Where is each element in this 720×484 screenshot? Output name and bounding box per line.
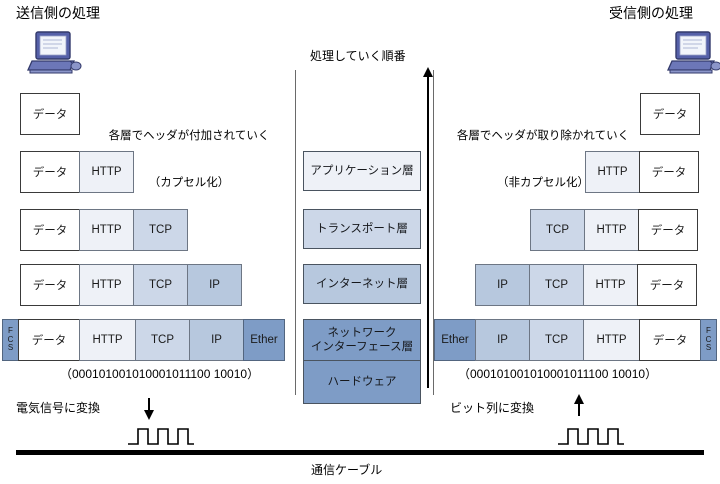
cell-fcs: F C S	[700, 319, 717, 361]
cell-ether: Ether	[434, 319, 476, 361]
sender-conversion-arrow-head	[144, 410, 154, 420]
cell-ip: IP	[189, 319, 244, 361]
sender-heading: 送信側の処理	[16, 5, 100, 21]
cell-data: データ	[20, 93, 80, 135]
sender-row-frame: F C S データ HTTP TCP IP Ether	[2, 319, 285, 361]
cell-data: データ	[640, 93, 700, 135]
processing-order-arrow-head	[423, 67, 433, 77]
layer-box-internet: インターネット層	[303, 264, 421, 304]
cell-data: データ	[20, 209, 80, 251]
processing-order-arrow-shaft	[427, 76, 429, 388]
sender-note: 各層でヘッダが付加されていく （カプセル化）	[94, 98, 284, 222]
cell-tcp: TCP	[133, 264, 188, 306]
sender-conversion-arrow-shaft	[148, 398, 150, 412]
sender-computer-icon	[26, 28, 84, 83]
layer-box-network-interface: ネットワーク インターフェース層	[303, 319, 421, 361]
receiver-bitstring: （000101001010001011100 10010）	[458, 367, 658, 381]
cell-tcp: TCP	[529, 264, 584, 306]
cell-ether: Ether	[243, 319, 285, 361]
cell-http: HTTP	[79, 151, 134, 193]
receiver-row-frame: Ether IP TCP HTTP データ F C S	[434, 319, 717, 361]
sender-row-ip: データ HTTP TCP IP	[20, 264, 242, 306]
cell-http: HTTP	[585, 151, 640, 193]
layer-box-transport: トランスポート層	[303, 209, 421, 249]
cell-http: HTTP	[583, 319, 640, 361]
cell-tcp: TCP	[530, 209, 585, 251]
sender-bitstring: （000101001010001011100 10010）	[60, 367, 260, 381]
sender-row-tcp: データ HTTP TCP	[20, 209, 188, 251]
sender-row-http: データ HTTP	[20, 151, 134, 193]
layer-box-hardware: ハードウェア	[303, 360, 421, 404]
layer-box-application: アプリケーション層	[303, 151, 421, 191]
cell-data: データ	[20, 264, 80, 306]
cell-http: HTTP	[584, 209, 639, 251]
cell-ip: IP	[475, 319, 530, 361]
communication-cable-line	[16, 450, 704, 455]
sender-waveform	[126, 424, 196, 453]
cell-tcp: TCP	[529, 319, 584, 361]
cell-http: HTTP	[79, 209, 134, 251]
cell-data: データ	[639, 319, 701, 361]
receiver-computer-icon	[666, 28, 720, 83]
receiver-row-http: HTTP データ	[585, 151, 699, 193]
cell-http: HTTP	[79, 264, 134, 306]
fcs-letter-f: F	[8, 326, 13, 336]
receiver-row-tcp: TCP HTTP データ	[530, 209, 698, 251]
fcs-letter-c: C	[705, 334, 712, 344]
receiver-note-line2: （非カプセル化）	[497, 176, 589, 189]
fcs-letter-s: S	[705, 343, 712, 353]
receiver-note-line1: 各層でヘッダが取り除かれていく	[456, 130, 630, 143]
cell-data: データ	[638, 209, 698, 251]
cell-fcs: F C S	[2, 319, 19, 361]
cell-tcp: TCP	[133, 209, 188, 251]
cell-data: データ	[20, 151, 80, 193]
sender-row-data: データ	[20, 93, 80, 135]
cable-label: 通信ケーブル	[311, 463, 383, 477]
cell-http: HTTP	[583, 264, 638, 306]
receiver-row-data: データ	[640, 93, 700, 135]
sender-note-line2: （カプセル化）	[148, 176, 230, 189]
left-separator-line	[295, 70, 296, 395]
fcs-letter-f: F	[706, 326, 711, 336]
center-heading: 処理していく順番	[310, 49, 406, 63]
receiver-conversion-label: ビット列に変換	[450, 401, 535, 415]
cell-data: データ	[18, 319, 80, 361]
fcs-letter-s: S	[7, 343, 14, 353]
cell-data: データ	[637, 264, 697, 306]
cell-ip: IP	[475, 264, 530, 306]
cell-ip: IP	[187, 264, 242, 306]
sender-note-line1: 各層でヘッダが付加されていく	[108, 130, 270, 143]
receiver-note: 各層でヘッダが取り除かれていく （非カプセル化）	[443, 98, 643, 222]
fcs-letter-c: C	[7, 334, 14, 344]
cell-data: データ	[639, 151, 699, 193]
cell-tcp: TCP	[135, 319, 190, 361]
receiver-conversion-arrow-head	[574, 394, 584, 404]
cell-http: HTTP	[79, 319, 136, 361]
sender-conversion-label: 電気信号に変換	[16, 401, 101, 415]
receiver-conversion-arrow-shaft	[578, 402, 580, 416]
right-separator-line	[433, 70, 434, 395]
receiver-row-ip: IP TCP HTTP データ	[475, 264, 697, 306]
receiver-waveform	[556, 424, 626, 453]
receiver-heading: 受信側の処理	[609, 5, 693, 21]
